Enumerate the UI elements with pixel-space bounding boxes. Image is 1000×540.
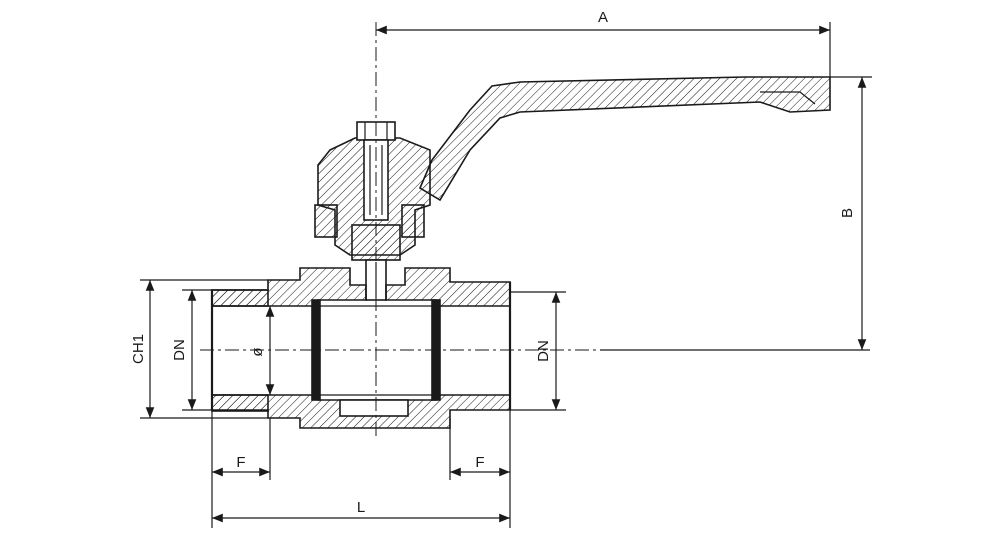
dimension-f-right: F <box>449 410 511 528</box>
lever-handle <box>418 76 831 202</box>
dimension-dn-left: DN <box>171 289 212 411</box>
dimension-a: A <box>376 9 831 77</box>
dimension-f-right-label: F <box>475 454 484 471</box>
dimension-b: B <box>830 76 872 350</box>
dimension-f-left: F <box>211 410 271 528</box>
dimension-l-label: L <box>357 499 365 516</box>
dimension-dn-right: DN <box>510 291 566 411</box>
dimension-ch1-label: CH1 <box>130 334 147 364</box>
dimension-l: L <box>212 499 510 523</box>
dimension-ch1: CH1 <box>130 279 268 419</box>
dimension-a-label: A <box>598 9 608 26</box>
dimension-dn-right-label: DN <box>535 340 552 362</box>
dimension-diameter-label: ø <box>249 347 266 356</box>
dimension-diameter: ø <box>249 306 275 395</box>
dimension-f-left-label: F <box>236 454 245 471</box>
dimension-b-label: B <box>839 208 856 218</box>
dimension-dn-left-label: DN <box>171 339 188 361</box>
